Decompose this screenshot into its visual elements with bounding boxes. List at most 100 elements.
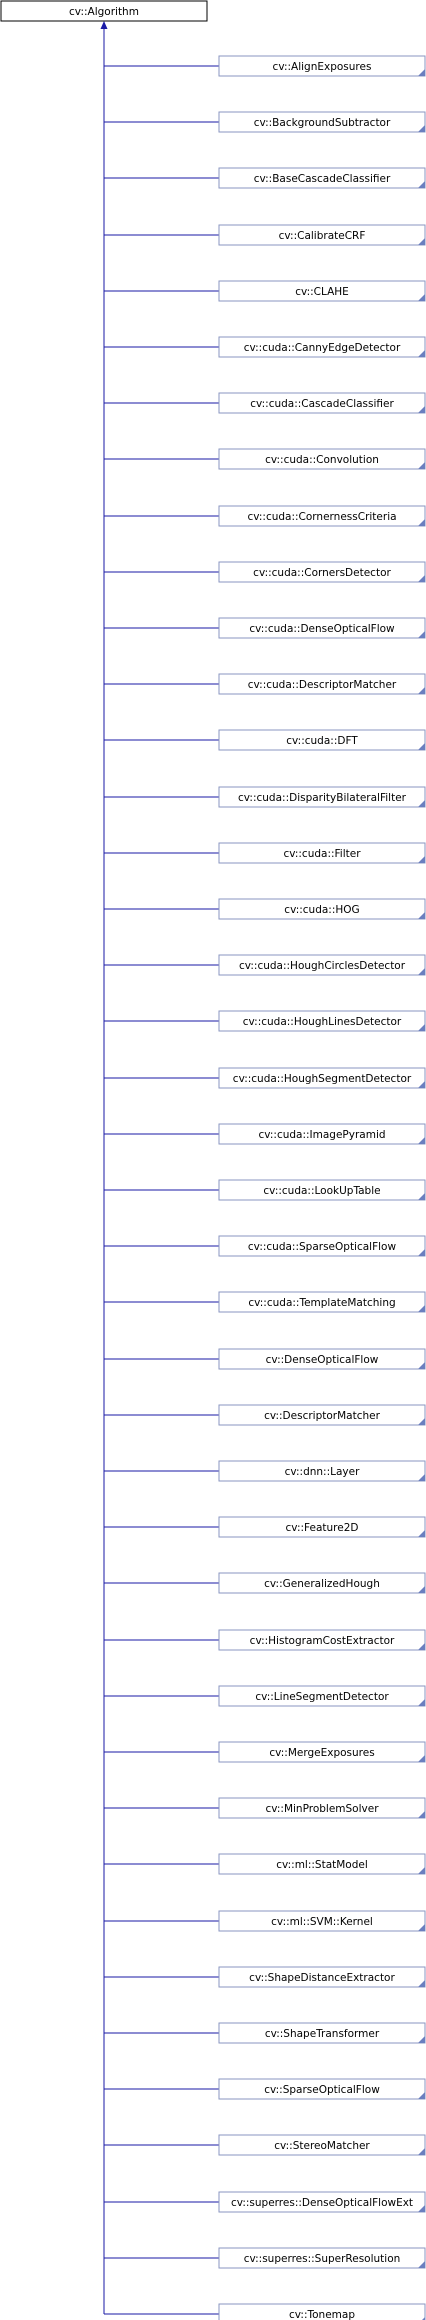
derived-class-label: cv::ml::SVM::Kernel (271, 1916, 373, 1928)
derived-class-box (218, 2303, 426, 2320)
derived-class-box (218, 1966, 426, 1988)
derived-class-label: cv::HistogramCostExtractor (250, 1635, 395, 1647)
derived-class-node[interactable]: cv::cuda::SparseOpticalFlow (218, 1235, 426, 1257)
derived-class-node[interactable]: cv::cuda::Filter (218, 842, 426, 864)
derived-class-label: cv::cuda::CascadeClassifier (250, 398, 394, 410)
derived-class-box (218, 448, 426, 470)
collapsed-corner-icon (418, 1193, 425, 1200)
derived-class-node[interactable]: cv::cuda::LookUpTable (218, 1179, 426, 1201)
derived-class-label: cv::cuda::DisparityBilateralFilter (238, 792, 407, 804)
collapsed-corner-icon (418, 1418, 425, 1425)
derived-class-node[interactable]: cv::cuda::TemplateMatching (218, 1291, 426, 1313)
derived-class-node[interactable]: cv::cuda::CornersDetector (218, 561, 426, 583)
derived-class-box (218, 2022, 426, 2044)
derived-class-label: cv::CLAHE (295, 286, 349, 298)
collapsed-corner-icon (418, 1924, 425, 1931)
collapsed-corner-icon (418, 2092, 425, 2099)
derived-class-box (218, 729, 426, 751)
derived-class-node[interactable]: cv::ShapeDistanceExtractor (218, 1966, 426, 1988)
collapsed-corner-icon (418, 1249, 425, 1256)
derived-class-node[interactable]: cv::cuda::DFT (218, 729, 426, 751)
derived-class-node[interactable]: cv::ml::SVM::Kernel (218, 1910, 426, 1932)
collapsed-corner-icon (418, 1811, 425, 1818)
derived-class-label: cv::cuda::DescriptorMatcher (248, 679, 397, 691)
derived-class-box (218, 1460, 426, 1482)
derived-class-node[interactable]: cv::SparseOpticalFlow (218, 2078, 426, 2100)
derived-class-node[interactable]: cv::cuda::DenseOpticalFlow (218, 617, 426, 639)
collapsed-corner-icon (418, 1643, 425, 1650)
derived-class-node[interactable]: cv::cuda::HoughCirclesDetector (218, 954, 426, 976)
derived-class-box (218, 1404, 426, 1426)
derived-class-label: cv::StereoMatcher (274, 2140, 370, 2152)
derived-class-node[interactable]: cv::HistogramCostExtractor (218, 1629, 426, 1651)
derived-class-box (218, 280, 426, 302)
derived-class-box (218, 505, 426, 527)
derived-class-node[interactable]: cv::cuda::HoughLinesDetector (218, 1010, 426, 1032)
derived-class-node[interactable]: cv::MinProblemSolver (218, 1797, 426, 1819)
derived-class-node[interactable]: cv::cuda::CannyEdgeDetector (218, 336, 426, 358)
derived-class-label: cv::MinProblemSolver (265, 1803, 379, 1815)
derived-class-node[interactable]: cv::cuda::ImagePyramid (218, 1123, 426, 1145)
derived-class-node[interactable]: cv::cuda::HoughSegmentDetector (218, 1067, 426, 1089)
collapsed-corner-icon (418, 294, 425, 301)
derived-class-label: cv::superres::DenseOpticalFlowExt (231, 2197, 413, 2209)
derived-class-node[interactable]: cv::cuda::DisparityBilateralFilter (218, 786, 426, 808)
derived-class-node[interactable]: cv::LineSegmentDetector (218, 1685, 426, 1707)
derived-class-node[interactable]: cv::cuda::HOG (218, 898, 426, 920)
derived-class-box (218, 1629, 426, 1651)
collapsed-corner-icon (418, 912, 425, 919)
derived-class-label: cv::cuda::HOG (284, 904, 359, 916)
derived-class-box (218, 2078, 426, 2100)
base-class-box (0, 0, 208, 22)
base-class-label: cv::Algorithm (69, 6, 139, 18)
derived-class-node[interactable]: cv::cuda::CornernessCriteria (218, 505, 426, 527)
derived-class-node[interactable]: cv::CalibrateCRF (218, 224, 426, 246)
derived-class-node[interactable]: cv::Feature2D (218, 1516, 426, 1538)
derived-class-node[interactable]: cv::DenseOpticalFlow (218, 1348, 426, 1370)
derived-class-node[interactable]: cv::DescriptorMatcher (218, 1404, 426, 1426)
derived-class-label: cv::ShapeDistanceExtractor (249, 1972, 395, 1984)
collapsed-corner-icon (418, 238, 425, 245)
derived-class-node[interactable]: cv::ShapeTransformer (218, 2022, 426, 2044)
derived-class-node[interactable]: cv::CLAHE (218, 280, 426, 302)
derived-class-node[interactable]: cv::cuda::Convolution (218, 448, 426, 470)
collapsed-corner-icon (418, 125, 425, 132)
derived-class-label: cv::MergeExposures (269, 1747, 374, 1759)
derived-class-label: cv::BackgroundSubtractor (254, 117, 391, 129)
derived-class-box (218, 1797, 426, 1819)
derived-class-node[interactable]: cv::StereoMatcher (218, 2134, 426, 2156)
derived-class-node[interactable]: cv::ml::StatModel (218, 1853, 426, 1875)
derived-class-box (218, 1291, 426, 1313)
derived-class-node[interactable]: cv::BaseCascadeClassifier (218, 167, 426, 189)
derived-class-label: cv::Feature2D (286, 1522, 359, 1534)
collapsed-corner-icon (418, 69, 425, 76)
derived-class-label: cv::AlignExposures (273, 61, 372, 73)
derived-class-node[interactable]: cv::superres::SuperResolution (218, 2247, 426, 2269)
derived-class-label: cv::ShapeTransformer (265, 2028, 380, 2040)
derived-class-node[interactable]: cv::dnn::Layer (218, 1460, 426, 1482)
derived-class-label: cv::superres::SuperResolution (244, 2253, 401, 2265)
collapsed-corner-icon (422, 2317, 425, 2320)
base-class-node[interactable]: cv::Algorithm (0, 0, 208, 22)
derived-class-label: cv::cuda::SparseOpticalFlow (248, 1241, 397, 1253)
collapsed-corner-icon (418, 800, 425, 807)
derived-class-box (218, 336, 426, 358)
derived-class-node[interactable]: cv::superres::DenseOpticalFlowExt (218, 2191, 426, 2213)
derived-class-label: cv::cuda::DFT (286, 735, 358, 747)
collapsed-corner-icon (418, 968, 425, 975)
derived-class-box (218, 898, 426, 920)
derived-class-node[interactable]: cv::GeneralizedHough (218, 1572, 426, 1594)
derived-class-node[interactable]: cv::AlignExposures (218, 55, 426, 77)
derived-class-box (218, 111, 426, 133)
collapsed-corner-icon (418, 2148, 425, 2155)
derived-class-label: cv::cuda::Convolution (265, 454, 379, 466)
collapsed-corner-icon (418, 406, 425, 413)
derived-class-node[interactable]: cv::cuda::CascadeClassifier (218, 392, 426, 414)
derived-class-node[interactable]: cv::BackgroundSubtractor (218, 111, 426, 133)
derived-class-box (218, 1741, 426, 1763)
derived-class-node[interactable]: cv::Tonemap (218, 2303, 426, 2320)
derived-class-node[interactable]: cv::MergeExposures (218, 1741, 426, 1763)
derived-class-node[interactable]: cv::cuda::DescriptorMatcher (218, 673, 426, 695)
derived-class-label: cv::cuda::CannyEdgeDetector (244, 342, 401, 354)
derived-class-label: cv::BaseCascadeClassifier (254, 173, 391, 185)
